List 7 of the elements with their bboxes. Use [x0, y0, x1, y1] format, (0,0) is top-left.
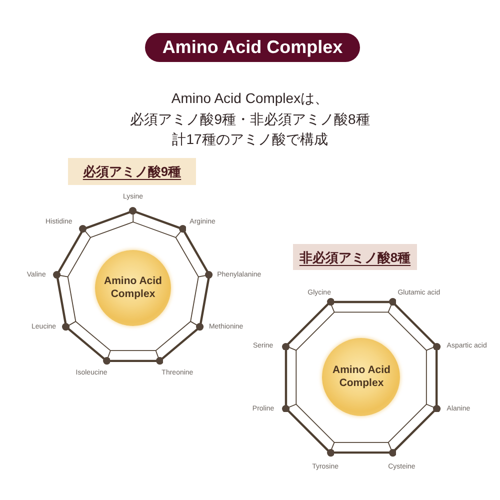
- center-circle: Amino Acid Complex: [94, 250, 171, 326]
- heading-tag: 必須アミノ酸9種: [68, 158, 196, 185]
- title-pill: Amino Acid Complex: [145, 33, 360, 62]
- intro-text: Amino Acid Complexは、必須アミノ酸9種・非必須アミノ酸8種計17種のアミノ酸で構成: [129, 89, 371, 149]
- octagon-frame: [281, 297, 442, 458]
- heading-tag: 非必須アミノ酸8種: [293, 244, 417, 270]
- center-circle: Amino Acid Complex: [322, 338, 400, 416]
